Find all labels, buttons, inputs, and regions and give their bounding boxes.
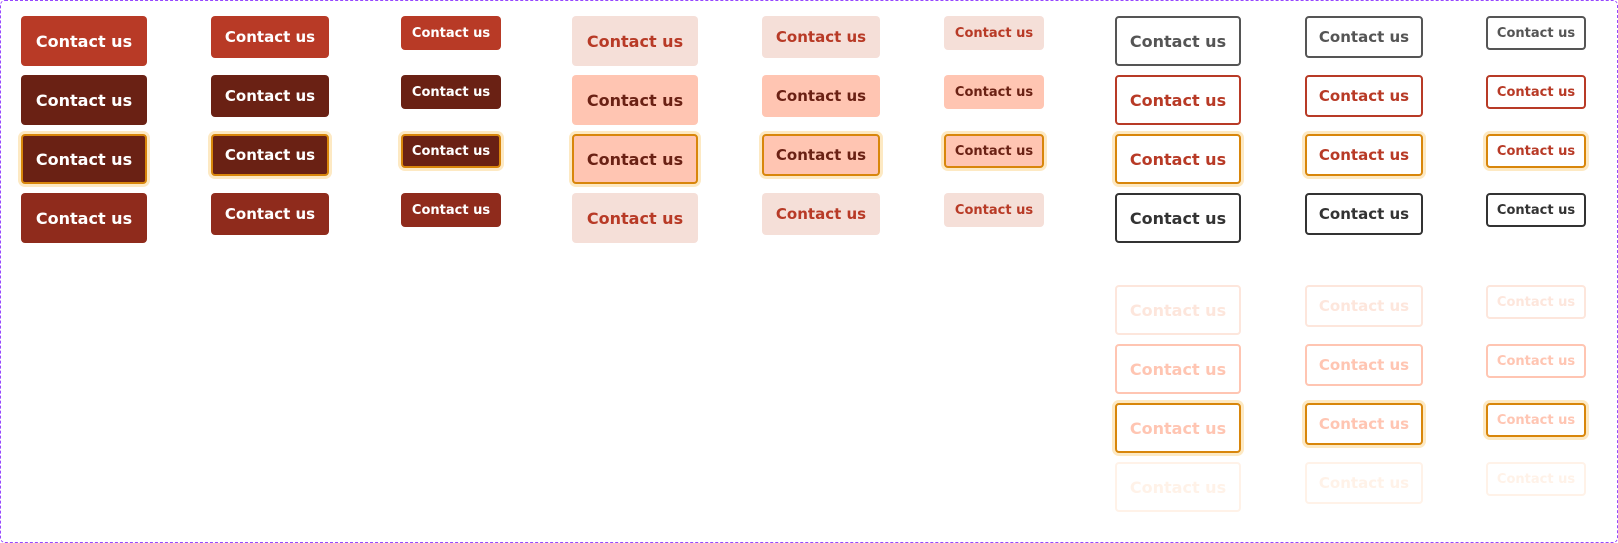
contact-button-secondary-small-focus[interactable]: Contact us bbox=[944, 134, 1044, 168]
contact-button-outline-large-hover[interactable]: Contact us bbox=[1115, 75, 1241, 125]
contact-button-secondary-medium-hover[interactable]: Contact us bbox=[762, 75, 880, 117]
contact-button-faded-small-focus[interactable]: Contact us bbox=[1486, 403, 1586, 437]
contact-button-secondary-small-default[interactable]: Contact us bbox=[944, 16, 1044, 50]
contact-button-faded-medium-hover[interactable]: Contact us bbox=[1305, 344, 1423, 386]
contact-button-faded-large-default[interactable]: Contact us bbox=[1115, 285, 1241, 335]
contact-button-primary-small-active[interactable]: Contact us bbox=[401, 193, 501, 227]
contact-button-primary-large-active[interactable]: Contact us bbox=[21, 193, 147, 243]
contact-button-outline-large-default[interactable]: Contact us bbox=[1115, 16, 1241, 66]
contact-button-secondary-small-hover[interactable]: Contact us bbox=[944, 75, 1044, 109]
contact-button-primary-large-focus[interactable]: Contact us bbox=[21, 134, 147, 184]
contact-button-faded-small-default[interactable]: Contact us bbox=[1486, 285, 1586, 319]
contact-button-secondary-large-default[interactable]: Contact us bbox=[572, 16, 698, 66]
contact-button-primary-medium-default[interactable]: Contact us bbox=[211, 16, 329, 58]
contact-button-primary-medium-active[interactable]: Contact us bbox=[211, 193, 329, 235]
contact-button-secondary-medium-active[interactable]: Contact us bbox=[762, 193, 880, 235]
contact-button-primary-medium-focus[interactable]: Contact us bbox=[211, 134, 329, 176]
contact-button-outline-small-active[interactable]: Contact us bbox=[1486, 193, 1586, 227]
contact-button-outline-large-active[interactable]: Contact us bbox=[1115, 193, 1241, 243]
contact-button-primary-large-hover[interactable]: Contact us bbox=[21, 75, 147, 125]
contact-button-faded-small-active[interactable]: Contact us bbox=[1486, 462, 1586, 496]
contact-button-secondary-large-focus[interactable]: Contact us bbox=[572, 134, 698, 184]
contact-button-secondary-small-active[interactable]: Contact us bbox=[944, 193, 1044, 227]
contact-button-outline-small-hover[interactable]: Contact us bbox=[1486, 75, 1586, 109]
contact-button-outline-small-focus[interactable]: Contact us bbox=[1486, 134, 1586, 168]
contact-button-primary-small-default[interactable]: Contact us bbox=[401, 16, 501, 50]
contact-button-faded-medium-active[interactable]: Contact us bbox=[1305, 462, 1423, 504]
contact-button-outline-medium-focus[interactable]: Contact us bbox=[1305, 134, 1423, 176]
contact-button-secondary-medium-focus[interactable]: Contact us bbox=[762, 134, 880, 176]
contact-button-secondary-medium-default[interactable]: Contact us bbox=[762, 16, 880, 58]
contact-button-secondary-large-active[interactable]: Contact us bbox=[572, 193, 698, 243]
contact-button-primary-medium-hover[interactable]: Contact us bbox=[211, 75, 329, 117]
contact-button-outline-medium-active[interactable]: Contact us bbox=[1305, 193, 1423, 235]
contact-button-faded-large-hover[interactable]: Contact us bbox=[1115, 344, 1241, 394]
contact-button-faded-small-hover[interactable]: Contact us bbox=[1486, 344, 1586, 378]
contact-button-faded-medium-focus[interactable]: Contact us bbox=[1305, 403, 1423, 445]
contact-button-primary-large-default[interactable]: Contact us bbox=[21, 16, 147, 66]
contact-button-outline-medium-hover[interactable]: Contact us bbox=[1305, 75, 1423, 117]
contact-button-primary-small-focus[interactable]: Contact us bbox=[401, 134, 501, 168]
contact-button-secondary-large-hover[interactable]: Contact us bbox=[572, 75, 698, 125]
contact-button-outline-small-default[interactable]: Contact us bbox=[1486, 16, 1586, 50]
contact-button-outline-medium-default[interactable]: Contact us bbox=[1305, 16, 1423, 58]
contact-button-faded-medium-default[interactable]: Contact us bbox=[1305, 285, 1423, 327]
contact-button-outline-large-focus[interactable]: Contact us bbox=[1115, 134, 1241, 184]
contact-button-faded-large-active[interactable]: Contact us bbox=[1115, 462, 1241, 512]
contact-button-primary-small-hover[interactable]: Contact us bbox=[401, 75, 501, 109]
contact-button-faded-large-focus[interactable]: Contact us bbox=[1115, 403, 1241, 453]
